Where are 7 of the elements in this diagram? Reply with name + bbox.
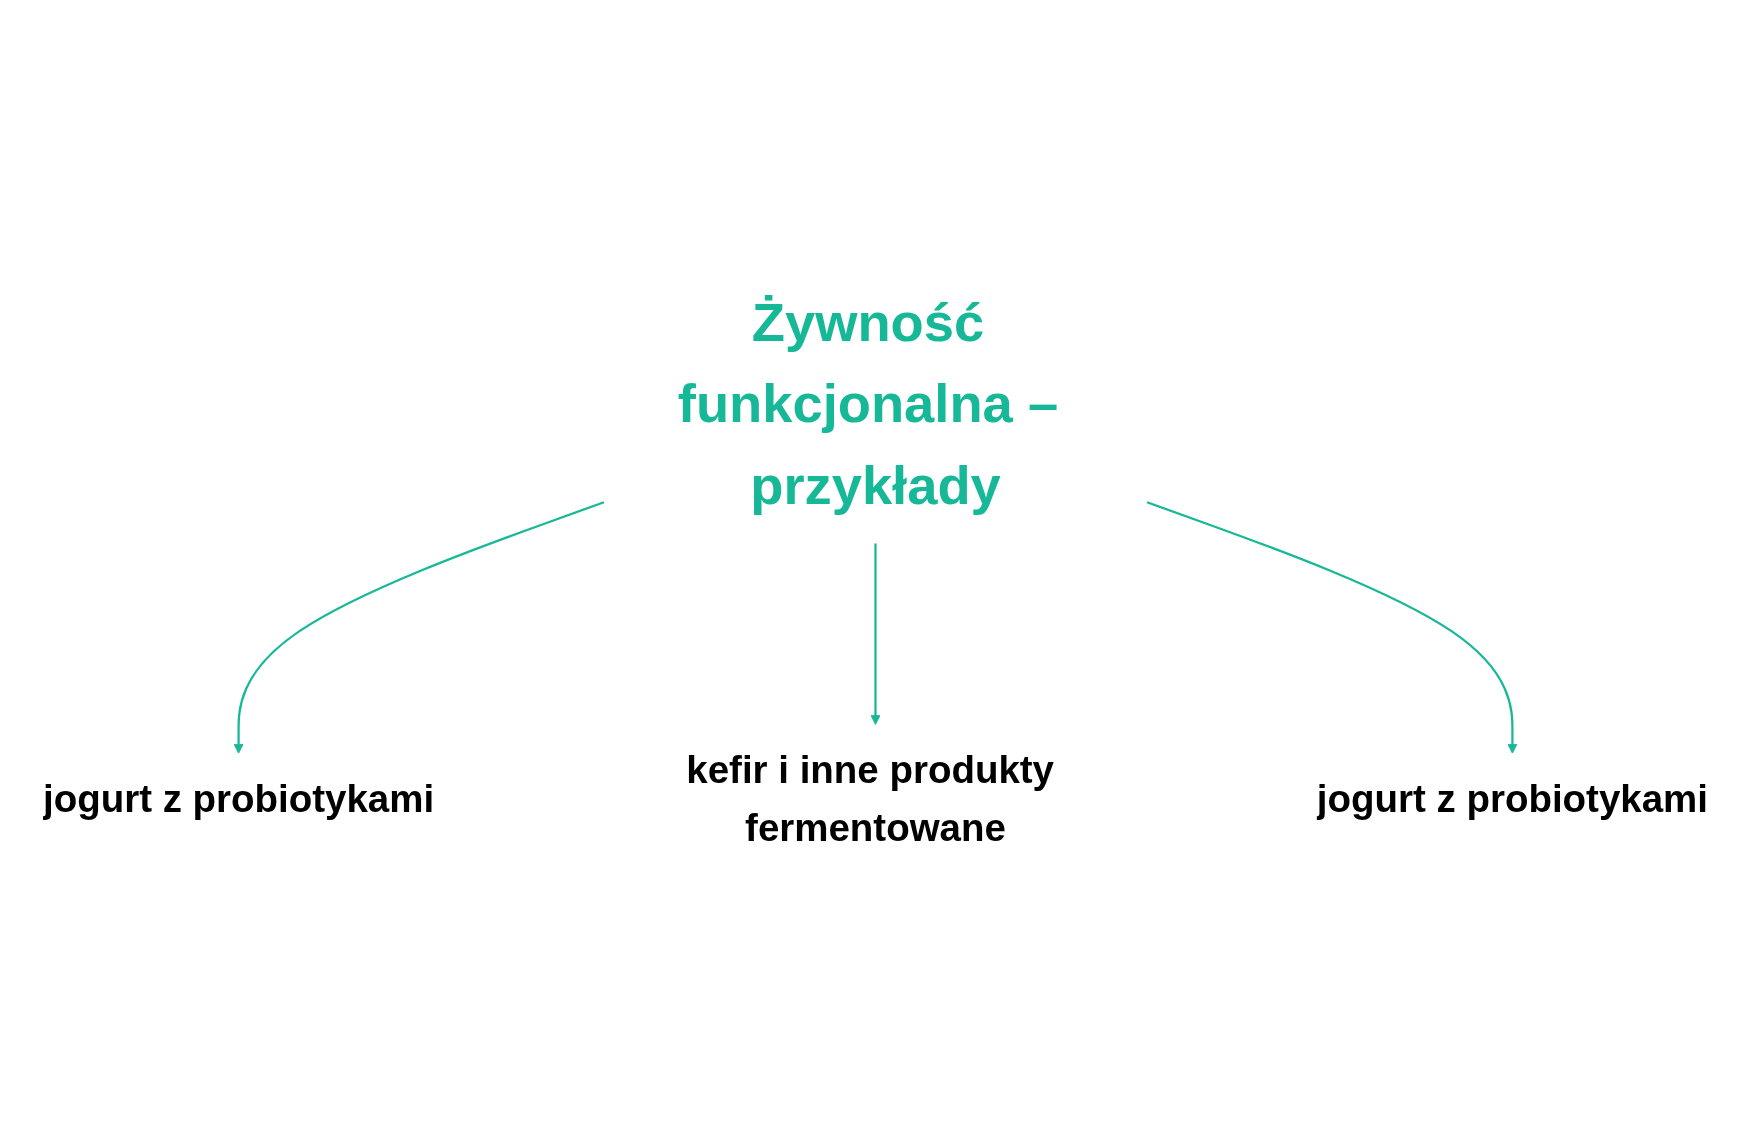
node-text: jogurt z probiotykami xyxy=(1316,777,1708,821)
node-text: kefir i inne produkty fermentowane xyxy=(686,748,1055,849)
arrow xyxy=(870,543,881,725)
arrow xyxy=(1146,501,1518,754)
node-text: jogurt z probiotykami xyxy=(43,777,435,821)
node-text: Żywność funkcjonalna – przykłady xyxy=(677,292,1059,516)
arrow xyxy=(233,501,605,754)
